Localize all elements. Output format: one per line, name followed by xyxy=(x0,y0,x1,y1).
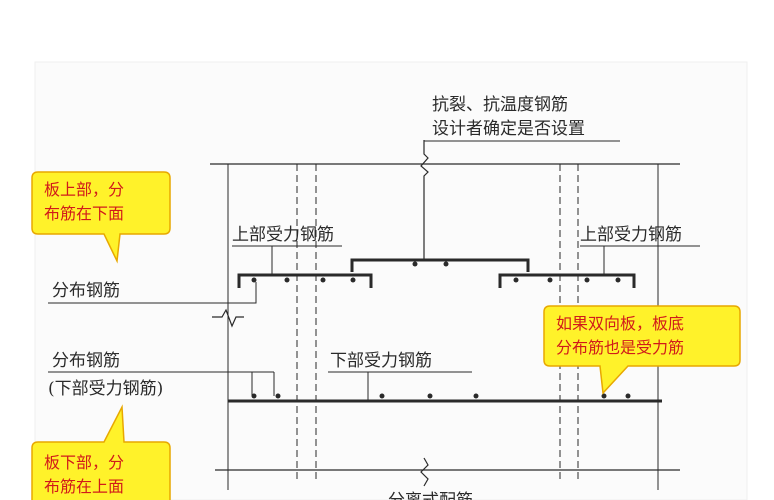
callout-bubble xyxy=(31,171,171,264)
callout-line: 板下部，分 xyxy=(44,453,125,472)
rebar-dot xyxy=(275,393,281,399)
callout-bubble xyxy=(31,404,171,500)
top-left-main-bar xyxy=(237,273,373,288)
callout-line: 布筋在下面 xyxy=(44,204,125,223)
callout-right-text: 如果双向板，板底 分布筋也是受力筋 xyxy=(556,312,684,360)
rebar-dot xyxy=(251,277,257,283)
crack-temp-label: 设计者确定是否设置 xyxy=(432,119,585,139)
callout-line: 如果双向板，板底 xyxy=(556,314,685,333)
rebar-dot xyxy=(350,277,356,283)
callout-line: 分布筋也是受力筋 xyxy=(556,338,685,357)
top-middle-crack-bar xyxy=(350,258,530,272)
callout-line: 板上部，分 xyxy=(44,180,125,199)
top-distribution-label: 分布钢筋 xyxy=(52,281,120,301)
rebar-dot xyxy=(625,393,631,399)
rebar-dot xyxy=(443,261,449,267)
callout-bottom-left-text: 板下部，分 布筋在上面 xyxy=(44,451,124,499)
callout-line: 布筋在上面 xyxy=(44,477,125,496)
rebar-dot xyxy=(412,261,418,267)
leader-line xyxy=(48,282,257,304)
left-break-mark xyxy=(212,308,244,328)
rebar-dot xyxy=(584,277,590,283)
rebar-dot xyxy=(427,393,433,399)
rebar-dot xyxy=(284,277,290,283)
rebar-dot xyxy=(601,393,607,399)
rebar-dot xyxy=(547,277,553,283)
bottom-distribution-label: 分布钢筋 xyxy=(52,351,120,371)
rebar-dot xyxy=(473,393,479,399)
bottom-break-mark xyxy=(420,457,429,487)
callout-top-left-text: 板上部，分 布筋在下面 xyxy=(44,178,124,226)
bottom-distribution-label: (下部受力钢筋) xyxy=(48,379,163,399)
rebar-dot xyxy=(615,277,621,283)
top-right-main-bar xyxy=(498,273,636,288)
rebar-dot xyxy=(251,393,257,399)
rebar-dot xyxy=(320,277,326,283)
top-right-main-label: 上部受力钢筋 xyxy=(580,225,682,245)
top-break-mark xyxy=(420,140,429,260)
callout-bubble xyxy=(543,305,741,395)
crack-temp-label: 抗裂、抗温度钢筋 xyxy=(432,95,568,115)
rebar-dot xyxy=(513,277,519,283)
scan-background xyxy=(34,61,748,500)
separate-reinforcement-label: 分离式配筋 xyxy=(388,491,473,500)
top-left-main-label: 上部受力钢筋 xyxy=(232,225,334,245)
bottom-main-label: 下部受力钢筋 xyxy=(330,351,432,371)
rebar-dot xyxy=(379,393,385,399)
